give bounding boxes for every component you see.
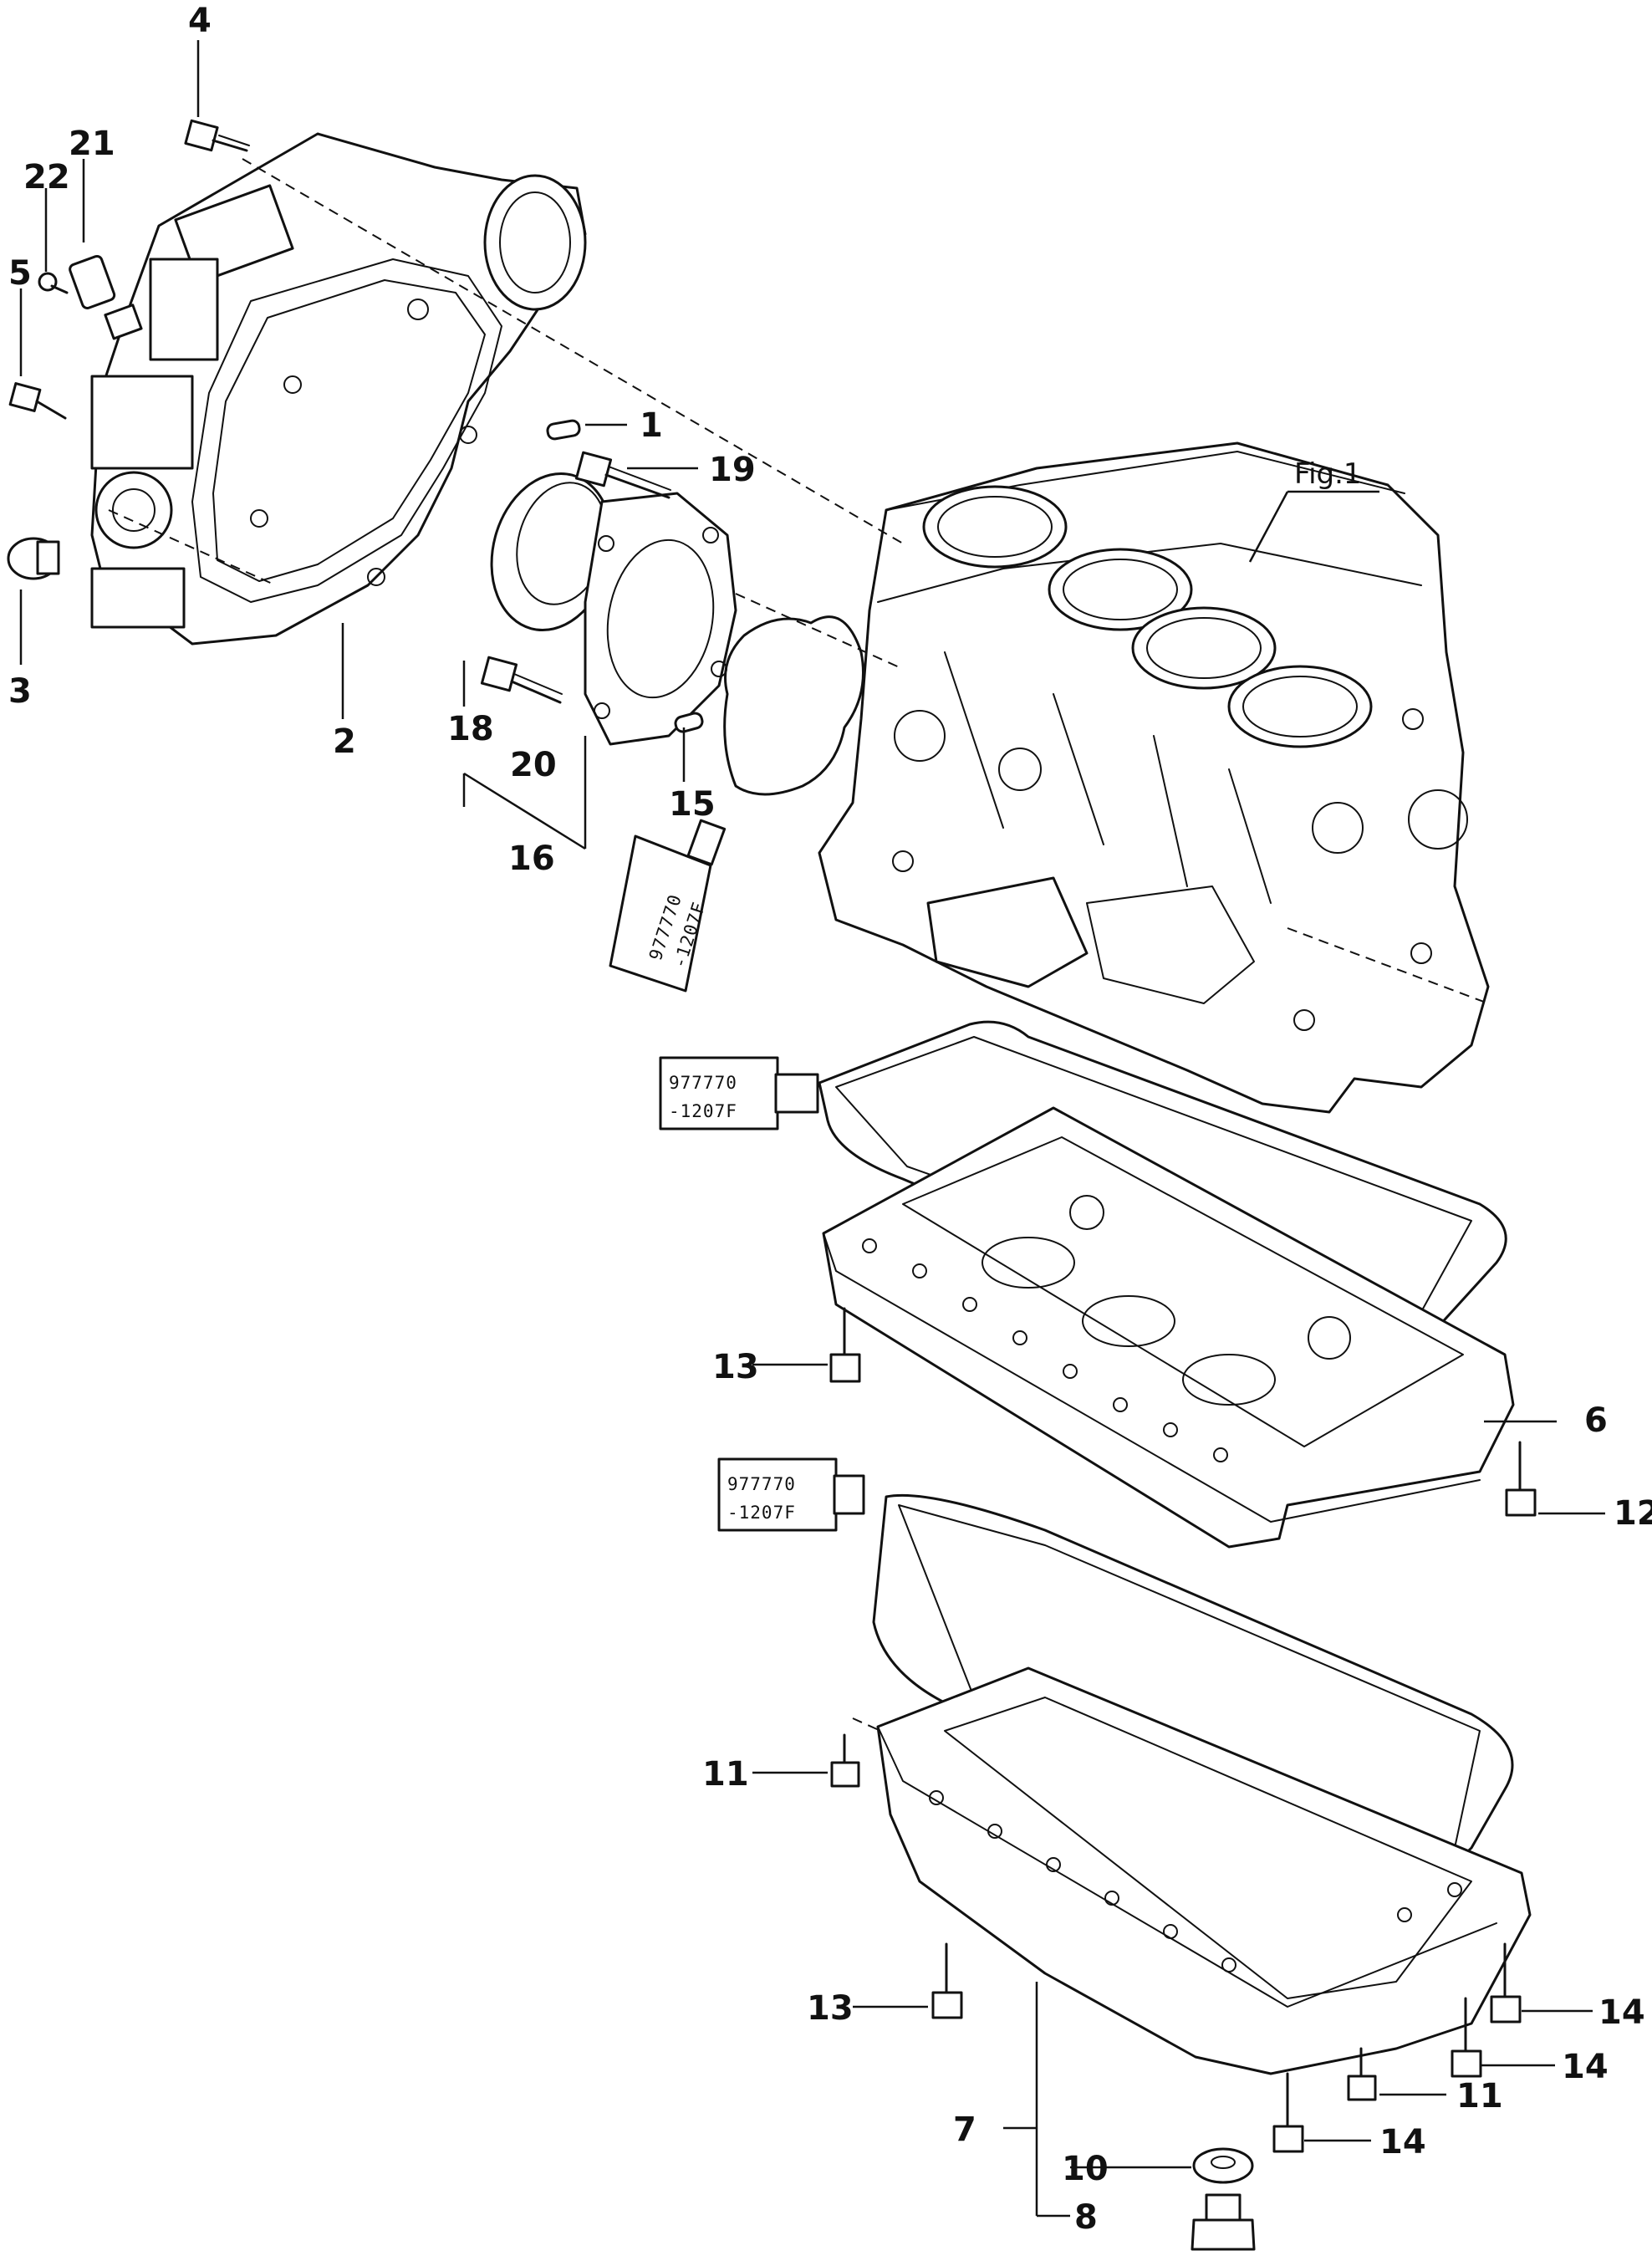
bolt-part-13-upper (829, 1307, 861, 1383)
washer-part-10 (1192, 2147, 1254, 2184)
bolt-part-20 (480, 656, 563, 704)
sensor-part-21 (69, 254, 143, 340)
callout-10: 10 (1062, 2150, 1109, 2188)
callout-4: 4 (188, 2, 212, 40)
callout-20: 20 (510, 746, 557, 784)
bolt-part-19 (574, 451, 671, 499)
sealant-code-middle-line2: -1207F (669, 1101, 737, 1121)
drain-plug-part-8 (1191, 2193, 1256, 2251)
bolt-part-4 (184, 119, 250, 152)
dowel-pin-part-15 (674, 712, 704, 733)
callout-19: 19 (709, 451, 756, 489)
callout-1: 1 (640, 406, 663, 445)
sealant-tube-lower (717, 1457, 865, 1532)
callout-16: 16 (508, 840, 555, 878)
callout-14-right: 14 (1598, 1993, 1645, 2032)
callout-13-upper: 13 (712, 1348, 759, 1386)
callout-numbers: 4 21 22 5 3 2 1 19 18 20 15 16 13 6 12 1… (8, 2, 1652, 2237)
callout-6: 6 (1584, 1401, 1608, 1440)
dowel-pin-part-1 (546, 419, 581, 441)
oil-pan-upper-part-6 (822, 1106, 1515, 1549)
callout-8: 8 (1074, 2198, 1098, 2237)
bolt-part-14-mid (1451, 1997, 1482, 2078)
leader-lines (19, 40, 1605, 2218)
bolt-part-5 (8, 382, 67, 420)
bolt-part-14-bottom (1272, 2072, 1304, 2153)
figure-reference: Fig.1 (1248, 457, 1379, 563)
bolt-part-11-bottom (1347, 2047, 1377, 2101)
bolt-part-12 (1505, 1441, 1537, 1517)
rear-gasket (723, 615, 864, 796)
callout-11-left: 11 (702, 1755, 749, 1794)
sealant-code-lower-line2: -1207F (727, 1503, 796, 1523)
callout-15: 15 (669, 785, 716, 824)
callout-14-mid: 14 (1562, 2048, 1609, 2086)
callout-11-bottom: 11 (1456, 2077, 1503, 2115)
callout-3: 3 (8, 672, 32, 711)
callout-18: 18 (447, 710, 494, 748)
callout-2: 2 (333, 722, 356, 761)
callout-13-lower: 13 (807, 1989, 854, 2028)
sealant-tube-middle (659, 1056, 819, 1130)
callout-21: 21 (69, 125, 115, 163)
gasket-lower-pan (872, 1493, 1514, 1876)
plug-part-3 (7, 537, 60, 580)
bolt-part-14-right (1490, 1942, 1522, 2024)
callout-7: 7 (953, 2110, 976, 2149)
callout-12: 12 (1614, 1494, 1652, 1533)
sealant-tube-upper (609, 819, 727, 993)
bolt-part-13-lower (931, 1942, 963, 2019)
bolt-part-11-left (830, 1733, 860, 1788)
callout-22: 22 (23, 158, 70, 196)
sealant-code-middle-line1: 977770 (669, 1073, 737, 1093)
sealant-code-lower-line1: 977770 (727, 1474, 796, 1494)
figure-reference-label: Fig.1 (1294, 457, 1362, 491)
cylinder-block (818, 441, 1490, 1114)
oil-seal-case-part-16 (584, 492, 737, 746)
callout-14-bottom: 14 (1379, 2123, 1426, 2161)
flywheel-housing (90, 132, 587, 646)
bolt-part-22 (38, 272, 69, 294)
oil-pan-lower-part-7 (876, 1666, 1532, 2075)
callout-5: 5 (8, 254, 32, 293)
